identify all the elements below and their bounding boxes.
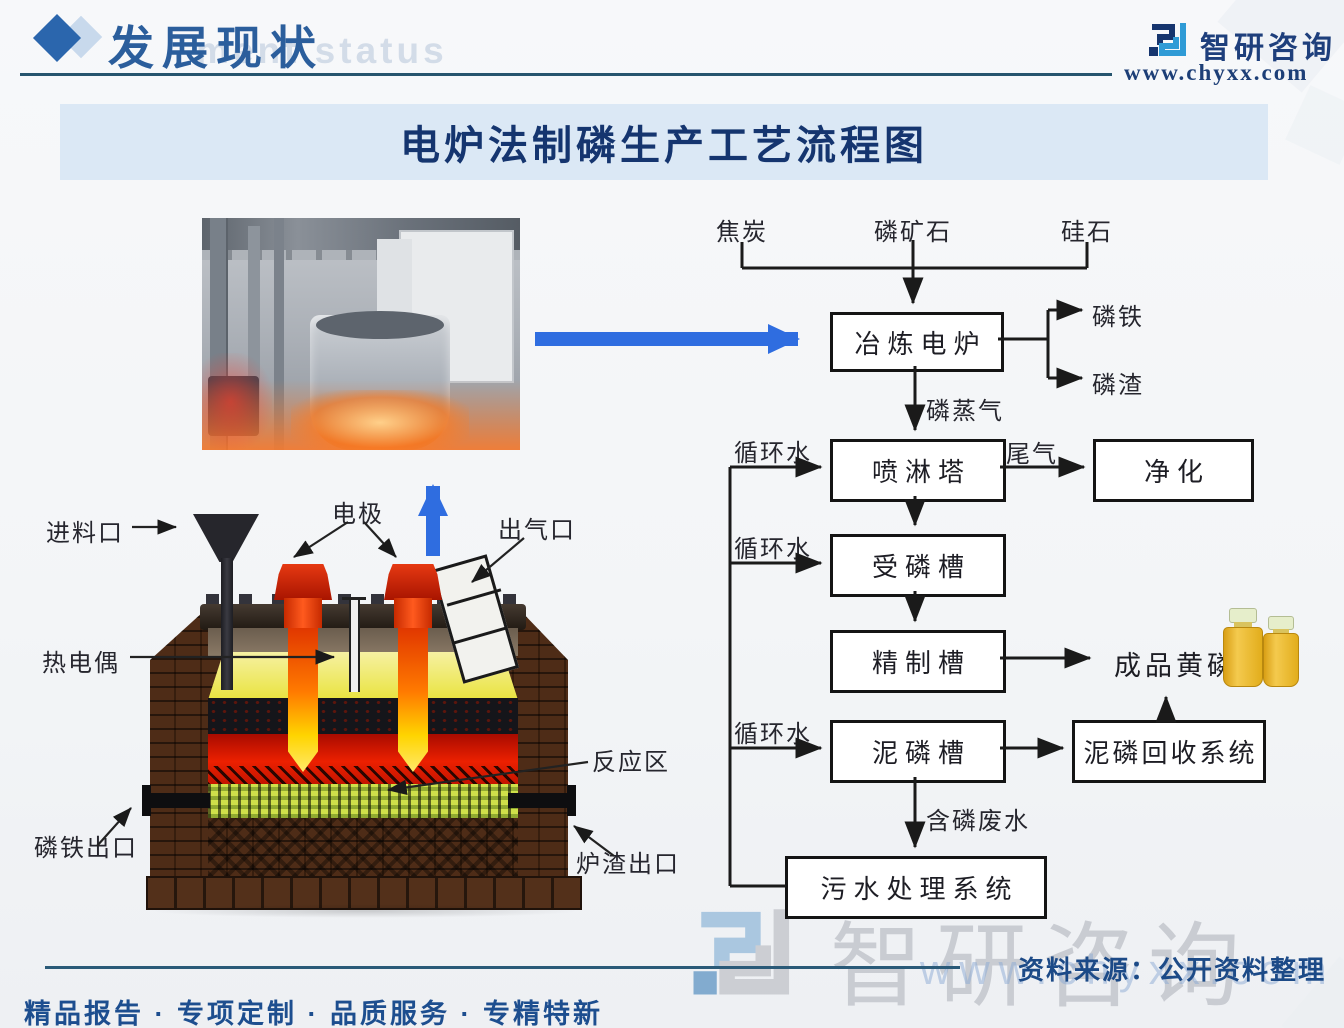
bottle-cap — [1229, 608, 1257, 623]
header-rule — [20, 73, 1112, 76]
label-circulating-water-3: 循环水 — [734, 722, 812, 748]
footer-rule — [45, 966, 960, 969]
furnace-red-hatch — [208, 766, 518, 786]
bottle-body — [1263, 633, 1299, 687]
label-circulating-water-2: 循环水 — [734, 537, 812, 563]
box-spray-tower: 喷淋塔 — [830, 439, 1006, 502]
label-feed-inlet: 进料口 — [46, 521, 124, 547]
ferrophosphorus-tap-flange — [142, 785, 151, 816]
feed-funnel — [193, 514, 259, 562]
electrode-neck-right — [394, 598, 432, 628]
furnace-reaction-band — [208, 784, 518, 818]
brand-name: 智研咨询 — [1200, 32, 1336, 65]
box-receiving-tank: 受磷槽 — [830, 534, 1006, 597]
photo-glow-left — [202, 352, 272, 450]
bottle-neck — [1234, 622, 1252, 628]
box-mud-recovery: 泥磷回收系统 — [1072, 720, 1266, 783]
watermark-logo-icon — [693, 909, 790, 995]
thermocouple-tube — [349, 600, 360, 692]
brand-site-url[interactable]: www.chyxx.com — [1124, 60, 1309, 85]
photo-beam-2 — [202, 250, 520, 260]
watermark-site-text: www.chyxx.com — [920, 946, 1336, 993]
phosphorus-bottle-icon — [1222, 608, 1264, 687]
label-ferrophosphorus-outlet: 磷铁出口 — [34, 836, 138, 862]
label-phosphorus-vapor: 磷蒸气 — [926, 399, 1004, 425]
photo-column — [274, 218, 284, 450]
slag-tap-flange — [567, 785, 576, 816]
header-watermark-text: ment status — [196, 30, 448, 71]
box-refining-tank: 精制槽 — [830, 630, 1006, 693]
label-reaction-zone: 反应区 — [592, 750, 670, 776]
footer-slogan: 精品报告 · 专项定制 · 品质服务 · 专精特新 — [24, 999, 603, 1028]
label-circulating-water-1: 循环水 — [734, 441, 812, 467]
furnace-base — [146, 876, 582, 910]
box-smelting-furnace: 冶炼电炉 — [830, 312, 1004, 372]
label-finished-product: 成品黄磷 — [1114, 651, 1238, 681]
electrode-column-right — [398, 626, 428, 772]
brand-logo-icon — [1149, 23, 1186, 56]
electrode-cap-right — [384, 564, 442, 600]
slag-tap-pipe — [508, 793, 572, 808]
label-electrodes: 电极 — [332, 502, 384, 528]
label-ferrophosphorus: 磷铁 — [1092, 305, 1144, 331]
bottle-body — [1223, 627, 1263, 687]
photo-vessel-rim — [316, 310, 444, 339]
bottle-neck — [1273, 629, 1289, 634]
electrode-cap-left — [274, 564, 332, 600]
furnace-floor-hatch — [208, 818, 518, 876]
phosphorus-bottle-icon — [1262, 616, 1300, 687]
label-tail-gas: 尾气 — [1006, 442, 1058, 468]
box-purification: 净化 — [1093, 439, 1254, 502]
label-phosphorus-slag: 磷渣 — [1092, 373, 1144, 399]
photo-glow-center — [291, 389, 470, 450]
corner-decoration — [1285, 85, 1344, 165]
furnace-shadow — [150, 904, 580, 918]
feed-funnel-stem — [221, 558, 233, 690]
input-coke: 焦炭 — [716, 220, 768, 246]
input-phosphate-ore: 磷矿石 — [874, 220, 952, 246]
label-phosphorus-wastewater: 含磷废水 — [926, 809, 1030, 835]
electrode-neck-left — [284, 598, 322, 628]
electrode-column-left — [288, 626, 318, 772]
diagram-banner: 电炉法制磷生产工艺流程图 — [60, 104, 1268, 180]
label-thermocouple: 热电偶 — [42, 651, 120, 677]
input-silica: 硅石 — [1061, 220, 1113, 246]
label-gas-outlet: 出气口 — [498, 518, 576, 544]
diagram-title: 电炉法制磷生产工艺流程图 — [400, 123, 928, 168]
furnace-coke-band — [208, 698, 518, 734]
box-sewage-treatment: 污水处理系统 — [785, 856, 1047, 919]
thermocouple-tube-top — [342, 597, 366, 600]
data-source: 资料来源：公开资料整理 — [1018, 956, 1327, 985]
box-mud-tank: 泥磷槽 — [830, 720, 1006, 783]
bottle-cap — [1268, 616, 1294, 630]
section-title: 发展现状 — [108, 23, 324, 74]
furnace-photo — [202, 218, 520, 450]
ferrophosphorus-tap-pipe — [146, 793, 210, 808]
label-slag-outlet: 炉渣出口 — [576, 852, 680, 878]
